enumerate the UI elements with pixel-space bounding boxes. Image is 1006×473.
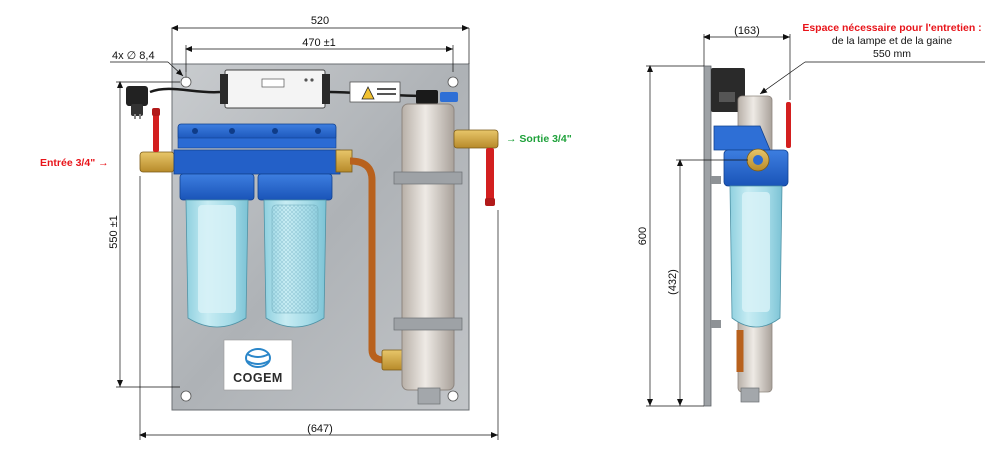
dim-side-depth-label: (163) bbox=[734, 25, 760, 37]
dim-width-inner-label: 470 ±1 bbox=[302, 37, 336, 49]
maintenance-note-leader bbox=[759, 61, 985, 95]
copper-pipe bbox=[349, 157, 400, 364]
filter-bowl-left bbox=[179, 173, 255, 328]
side-view: (163) 600 (432) Espace nécessaire pour l… bbox=[637, 22, 985, 407]
dim-holes-label: 4x ∅ 8,4 bbox=[112, 50, 155, 62]
maintenance-note-line1: de la lampe et de la gaine bbox=[832, 35, 952, 47]
dim-width-overall bbox=[139, 176, 499, 440]
inlet-valve bbox=[139, 108, 175, 173]
globe-logo-icon bbox=[245, 348, 271, 368]
front-view: COGEM 520 470 ±1 4x ∅ 8,4 550 ±1 bbox=[40, 15, 572, 440]
dim-height-inner bbox=[116, 81, 180, 388]
control-ballast-box bbox=[224, 69, 326, 109]
uv-reactor bbox=[393, 90, 463, 405]
mounting-holes bbox=[180, 72, 459, 402]
side-filter-housing bbox=[713, 125, 789, 328]
dim-width-total-label: 520 bbox=[311, 15, 329, 27]
dim-side-depth bbox=[703, 34, 791, 100]
dim-width-inner bbox=[185, 45, 454, 72]
warning-label bbox=[349, 81, 401, 103]
maintenance-note-line2: 550 mm bbox=[873, 48, 911, 60]
dim-height-inner-label: 550 ±1 bbox=[108, 215, 120, 249]
outlet-valve bbox=[453, 129, 499, 206]
power-cable bbox=[149, 87, 221, 94]
brand-name: COGEM bbox=[233, 371, 283, 385]
dim-side-height bbox=[646, 65, 704, 407]
side-valve bbox=[746, 102, 791, 172]
power-plug bbox=[126, 86, 148, 119]
dim-width-total bbox=[171, 25, 470, 64]
side-panel bbox=[703, 65, 712, 407]
dim-side-inlet-height-label: (432) bbox=[667, 269, 679, 295]
maintenance-note-title: Espace nécessaire pour l'entretien : bbox=[802, 22, 981, 34]
filter-housing-head bbox=[173, 123, 353, 175]
inlet-label: Entrée 3/4" → bbox=[40, 157, 109, 169]
outlet-label: → Sortie 3/4" bbox=[506, 133, 572, 145]
dim-side-height-label: 600 bbox=[637, 227, 649, 245]
dim-holes-leader bbox=[110, 61, 184, 77]
display-window bbox=[261, 78, 285, 88]
brand-logo-plate: COGEM bbox=[223, 339, 293, 391]
dim-side-inlet-height bbox=[676, 159, 748, 406]
dim-width-overall-label: (647) bbox=[307, 423, 333, 435]
filter-bowl-right bbox=[257, 173, 333, 328]
